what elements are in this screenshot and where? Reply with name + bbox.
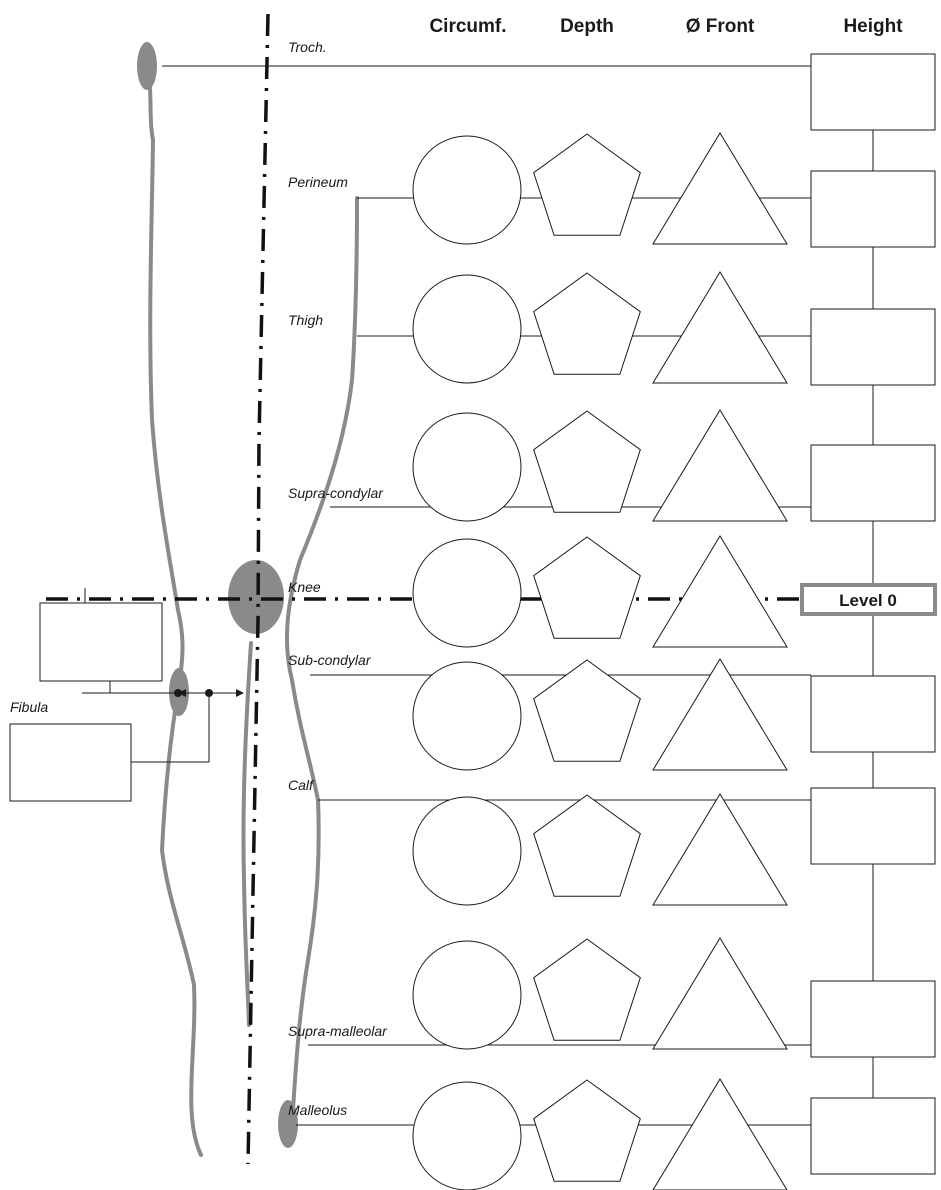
measurement-row: Calf (288, 777, 936, 906)
trochanter-marker (137, 42, 157, 90)
level-label: Calf (288, 777, 315, 793)
height-box (810, 980, 936, 1058)
vertical-axis (246, 13, 270, 1165)
measurement-row: Troch. (162, 39, 936, 131)
level-label: Supra-condylar (288, 485, 384, 501)
depth-pentagon (533, 659, 641, 762)
height-box (810, 675, 936, 753)
level-label: Supra-malleolar (288, 1023, 388, 1039)
level-label: Sub-condylar (288, 652, 372, 668)
depth-pentagon (533, 1079, 641, 1182)
front-triangle (652, 271, 788, 384)
circumference-circle (412, 661, 522, 771)
measurement-rows: Troch. PerineumThighSupra-condylarKneeSub… (162, 39, 936, 1190)
measurement-row: Malleolus (288, 1078, 936, 1190)
front-triangle (652, 658, 788, 771)
fibula-lower-leader (131, 693, 210, 763)
height-box (810, 1097, 936, 1175)
level-zero-box (800, 583, 937, 616)
measurement-row: Supra-condylar (288, 409, 936, 522)
level-label: Knee (288, 579, 321, 595)
anterior-profile-outline (284, 196, 359, 1142)
front-triangle (652, 937, 788, 1050)
measurement-row: Thigh (288, 271, 936, 386)
circumference-circle (412, 538, 522, 648)
circumference-circle (412, 796, 522, 906)
height-box (810, 53, 936, 131)
depth-pentagon (533, 536, 641, 639)
measurement-row: Knee (288, 535, 788, 648)
tibia-outline (241, 641, 253, 1027)
front-triangle (652, 793, 788, 906)
circumference-circle (412, 940, 522, 1050)
height-box (810, 170, 936, 248)
level-label: Malleolus (288, 1102, 347, 1118)
circumference-circle (412, 135, 522, 245)
measurement-row: Perineum (288, 132, 936, 248)
height-box (810, 444, 936, 522)
fibula-upper-box (39, 602, 163, 682)
header-depth: Depth (560, 16, 614, 37)
circumference-circle (412, 412, 522, 522)
femur-outline (148, 86, 203, 1157)
fibula-label: Fibula (10, 699, 48, 715)
depth-pentagon (533, 938, 641, 1041)
height-box (810, 787, 936, 865)
header-circumference: Circumf. (429, 16, 506, 37)
front-triangle (652, 1078, 788, 1190)
malleolus-marker (278, 1100, 298, 1148)
depth-pentagon (533, 133, 641, 236)
fibula-lower-box (9, 723, 132, 802)
circumference-circle (412, 1081, 522, 1190)
level-label: Perineum (288, 174, 348, 190)
measurement-row: Sub-condylar (288, 652, 936, 771)
fibula-dot-left (174, 689, 182, 697)
level-zero-label: Level 0 (839, 591, 897, 610)
level-label: Troch. (288, 39, 327, 55)
fibula-annotation: Fibula (9, 588, 244, 802)
knee-joint-marker (228, 560, 284, 634)
header-height: Height (843, 16, 903, 37)
header-front: Ø Front (686, 16, 755, 37)
depth-pentagon (533, 410, 641, 513)
arrow-right-head (236, 689, 244, 697)
front-triangle (652, 535, 788, 648)
circumference-circle (412, 274, 522, 384)
height-box (810, 308, 936, 386)
measurement-row: Supra-malleolar (288, 937, 936, 1058)
front-triangle (652, 132, 788, 245)
level-label: Thigh (288, 312, 323, 328)
front-triangle (652, 409, 788, 522)
depth-pentagon (533, 794, 641, 897)
depth-pentagon (533, 272, 641, 375)
